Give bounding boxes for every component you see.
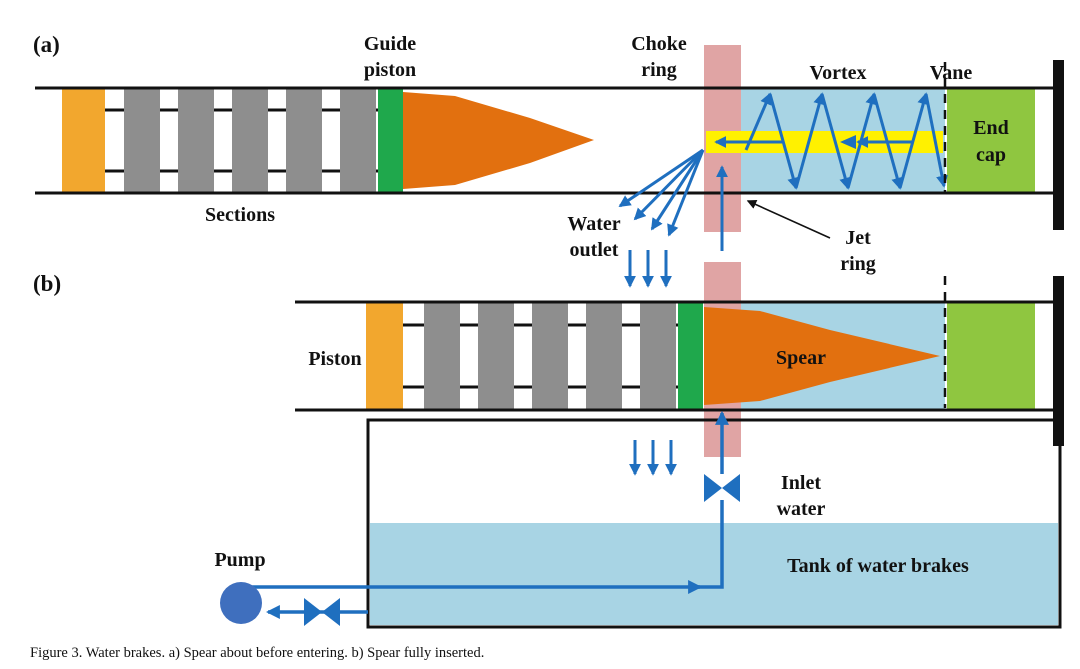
drain-valve	[304, 598, 322, 626]
jet-flow-arrow-chevron	[840, 135, 856, 149]
vortex-arrow	[744, 92, 772, 151]
vortex-arrow	[872, 93, 904, 190]
label-choke-ring: ring	[641, 59, 677, 81]
label-pump: Pump	[214, 549, 265, 571]
label-guide-piston: piston	[364, 59, 416, 81]
inlet-valve	[704, 474, 722, 502]
panel-b-tag: (b)	[33, 271, 61, 296]
inlet-valve	[722, 474, 740, 502]
label-end-cap: End	[973, 117, 1009, 139]
label-piston: Piston	[308, 348, 361, 370]
label-water-outlet: outlet	[570, 239, 619, 261]
vortex-arrow	[924, 93, 948, 188]
figure-caption: Figure 3. Water brakes. a) Spear about b…	[30, 645, 484, 661]
water-outlet-arrow	[650, 149, 705, 231]
section-block-a	[232, 89, 268, 192]
section-block-a	[286, 89, 322, 192]
pump-feed-pipe-riser	[696, 500, 724, 589]
vortex-arrow	[794, 92, 826, 189]
section-block-b	[640, 303, 676, 409]
end-wall-b	[1053, 276, 1064, 446]
section-block-b	[586, 303, 622, 409]
panel-b: (b) Piston	[33, 262, 1064, 629]
label-vane: Vane	[930, 62, 973, 84]
guide-piston-a	[378, 89, 403, 192]
yellow-piston-a	[62, 89, 105, 192]
label-jet-ring: ring	[840, 253, 876, 275]
section-block-a	[178, 89, 214, 192]
label-tank: Tank of water brakes	[787, 555, 969, 577]
jet-ring-pointer	[746, 199, 831, 239]
label-jet-ring: Jet	[845, 227, 871, 249]
vortex-arrow	[846, 92, 878, 189]
tank-wall	[366, 418, 1062, 629]
vortex-arrow	[898, 92, 930, 189]
panel-a: (a)	[33, 32, 1064, 288]
label-water-outlet: Water	[567, 213, 620, 235]
label-choke-ring: Choke	[631, 33, 687, 55]
water-outlet-arrow	[667, 149, 705, 237]
spear-a	[403, 92, 594, 189]
jet-band-a	[706, 131, 943, 153]
label-spear: Spear	[776, 347, 826, 369]
vortex-arrow	[768, 93, 800, 190]
end-cap-b	[947, 303, 1035, 409]
section-block-a	[340, 89, 376, 192]
yellow-piston-b	[366, 303, 403, 409]
end-cap-a	[947, 89, 1035, 192]
section-block-b	[478, 303, 514, 409]
vortex-arrow	[820, 93, 852, 190]
label-guide-piston: Guide	[364, 33, 416, 55]
water-outlet-arrow	[618, 148, 704, 208]
section-block-b	[424, 303, 460, 409]
end-wall-a	[1053, 60, 1064, 230]
label-inlet-water: water	[777, 498, 826, 520]
label-end-cap: cap	[976, 144, 1006, 166]
section-block-a	[124, 89, 160, 192]
guide-piston-b	[678, 303, 703, 409]
pump	[220, 582, 262, 624]
label-vortex: Vortex	[809, 62, 866, 84]
spear-b	[704, 307, 940, 405]
panel-a-tag: (a)	[33, 32, 60, 57]
label-inlet-water: Inlet	[781, 472, 821, 494]
section-block-b	[532, 303, 568, 409]
water-outlet-arrow	[633, 148, 705, 221]
label-sections: Sections	[205, 204, 275, 226]
drain-valve	[322, 598, 340, 626]
tank-water	[370, 523, 1058, 625]
